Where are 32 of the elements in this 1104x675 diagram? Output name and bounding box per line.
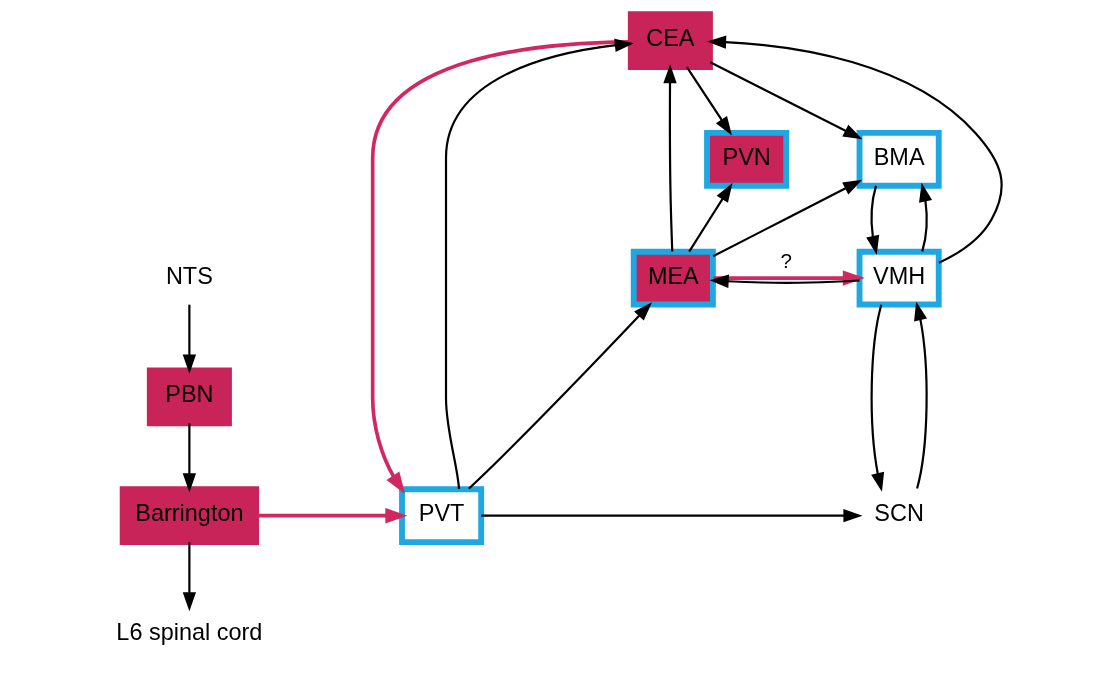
arrow xyxy=(687,183,732,253)
node-box: BMA xyxy=(856,130,942,189)
arrow xyxy=(662,64,677,252)
arrow xyxy=(706,35,1003,264)
node-box: PVT xyxy=(398,486,484,545)
arrow xyxy=(913,301,928,489)
arrow xyxy=(712,270,865,286)
node-box: Barrington xyxy=(119,486,259,545)
node-box: CEA xyxy=(627,11,713,70)
arrow xyxy=(182,542,196,612)
arrow xyxy=(255,507,407,524)
arrow xyxy=(870,304,884,492)
node-box: VMH xyxy=(856,248,942,308)
node-box: PVN xyxy=(703,130,789,189)
arrow xyxy=(918,182,932,252)
arrow xyxy=(182,423,196,493)
node-text: NTS xyxy=(165,262,213,289)
node-text: L6 spinal cord xyxy=(115,619,262,646)
node-box: MEA xyxy=(630,248,716,308)
arrow xyxy=(444,38,634,490)
arrow xyxy=(865,185,879,255)
arrow xyxy=(370,40,631,495)
arrow xyxy=(480,509,862,523)
arrow xyxy=(685,66,732,136)
node-text: SCN xyxy=(873,500,924,527)
node-box: PBN xyxy=(146,367,232,427)
arrow xyxy=(712,179,862,258)
arrow xyxy=(182,304,196,374)
edge-label: ? xyxy=(780,249,792,273)
arrow xyxy=(709,274,860,288)
arrow xyxy=(467,302,652,490)
arrow xyxy=(709,61,862,140)
